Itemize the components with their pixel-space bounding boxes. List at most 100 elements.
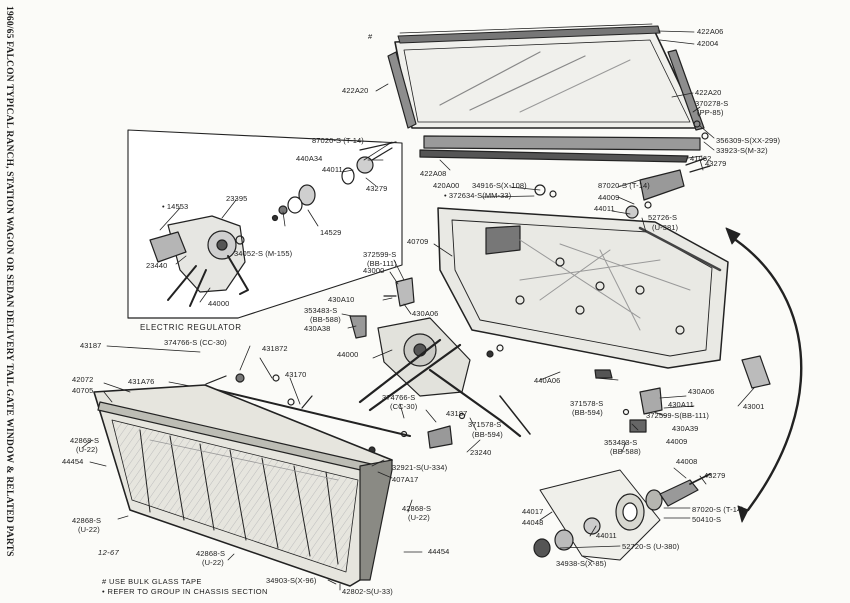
callout-50410: 50410-S [692,515,722,524]
callout-371578-right-code: (BB-594) [572,408,603,417]
page-reference: 12-67 [98,548,120,557]
glass-hardware [685,120,711,173]
inset-electric-regulator-motor [149,215,249,307]
callout-34938: 34938-S(X-85) [556,559,607,568]
callout-353483-right-code: (BB-588) [610,447,641,456]
callout-43187-top: 43187 [80,341,102,350]
side-title: 1960/65 FALCON TYPICAL RANCH, STATION WA… [4,6,14,557]
callout-431872: 431872 [262,344,288,353]
glass-bottom-channel [419,135,701,163]
callout-370278: 370278-S [695,99,729,108]
callout-430A39: 430A39 [672,424,699,433]
glass-top-channel [397,23,661,44]
callout-42868-d-code: (U-22) [202,558,224,567]
callout-42868-c-code: (U-22) [78,525,100,534]
callout-422A08: 422A08 [420,169,447,178]
callout-40709: 40709 [407,237,429,246]
callout-34052: 34052-S (M-155) [234,249,293,258]
callout-353483-top-code: (BB-588) [310,315,341,324]
callout-42004: 42004 [697,39,719,48]
callout-40705: 40705 [72,386,94,395]
callout-34916: 34916-S(X-108) [472,181,527,190]
callout-43279-inset: 43279 [366,184,388,193]
callout-440A34: 440A34 [296,154,323,163]
note-chassis-section: • REFER TO GROUP IN CHASSIS SECTION [102,587,268,596]
callout-23395: 23395 [226,194,248,203]
callout-372599-right: 372599-S(BB-111) [646,411,710,420]
callout-372599-top-code: (BB-111) [367,259,397,268]
callout-353483-right: 353483-S [604,438,638,447]
callout-374766-mid-code: (CC-30) [390,402,418,411]
callout-42802: 42802-S(U-33) [342,587,393,596]
callout-407A17: 407A17 [392,475,419,484]
inset-title: ELECTRIC REGULATOR [140,323,242,332]
hinge-bracket-right [629,355,771,433]
callout-44454-bottom: 44454 [428,547,450,556]
callout-33923: 33923-S(M-32) [716,146,768,155]
callout-374766-top: 374766-S (CC-30) [164,338,227,347]
callout-23440: 23440 [146,261,168,270]
callout-32921: 32921-S(U-334) [392,463,448,472]
callout-41062: 41062 [690,154,712,163]
callout-87020-right: 87020-S (T-14) [598,181,650,190]
callout-430A06-right: 430A06 [688,387,715,396]
callout-14553: • 14553 [162,202,189,211]
callout-44048: 44048 [522,518,544,527]
window-regulator [358,317,531,438]
callout-43000: 43000 [363,266,385,275]
tailgate-end-detail [539,469,661,561]
callout-430A11: 430A11 [668,400,694,409]
callout-42868-b-code: (U-22) [408,513,430,522]
callout-430A06-top: 430A06 [412,309,439,318]
callout-42072: 42072 [72,375,94,384]
hinge-stay-right [625,169,685,219]
callout-356309: 356309-S(XX-299) [716,136,781,145]
callout-42868-a-code: (U-22) [76,445,98,454]
callout-422A20-right: 422A20 [695,88,722,97]
callout-44454-left: 44454 [62,457,84,466]
handle-lock-assembly [533,473,711,558]
glass-side-channel-left [387,51,417,129]
callout-87020-bottom: 87020-S (T-14) [692,505,744,514]
support-cable [199,373,411,437]
callout-44000-mid: 44000 [337,350,359,359]
callout-370278-code: (PP-85) [697,108,724,117]
callout-43170: 43170 [285,370,307,379]
callout-422A06: 422A06 [697,27,724,36]
callout-42868-b: 42868-S [402,504,432,513]
reference-arrow [728,234,803,512]
callout-371578-right: 371578-S [570,399,604,408]
callout-44009-bottom: 44009 [666,437,688,446]
callout-43001: 43001 [743,402,765,411]
callout-42868-c: 42868-S [72,516,102,525]
callout-44008: 44008 [676,457,698,466]
callout-422A20-left: 422A20 [342,86,369,95]
callout-43187-mid: 43187 [446,409,468,418]
callout-52720: 52720-S (U-380) [622,542,680,551]
callout-430A10: 430A10 [328,295,355,304]
tailgate-lower-panel [93,384,393,587]
callout-440A06-mid: 440A06 [534,376,561,385]
hinge-bracket-left [349,277,415,339]
tailgate-glass [394,31,701,129]
callout-23240: 23240 [470,448,492,457]
callout-44011-right: 44011 [594,204,615,213]
inset-gear-parts [271,141,397,222]
callout-44017: 44017 [522,507,544,516]
callout-371578-mid-code: (BB-594) [472,430,503,439]
callout-372634: • 372634-S(MM-33) [444,191,512,200]
note-glass-tape: # USE BULK GLASS TAPE [102,577,202,586]
tailgate-inner-panel [437,207,729,369]
callout-420A00: 420A00 [433,181,460,190]
callout-43279-top: 43279 [705,159,727,168]
callout-44009-right: 44009 [598,193,620,202]
glass-side-channel-right [667,49,705,131]
callout-44000-inset: 44000 [208,299,230,308]
callout-372599-top: 372599-S [363,250,397,259]
callout-44011-bottom: 44011 [596,531,617,540]
callout-371578-mid: 371578-S [468,420,502,429]
small-fasteners [368,184,630,454]
callout-44011-inset: 44011 [322,165,343,174]
